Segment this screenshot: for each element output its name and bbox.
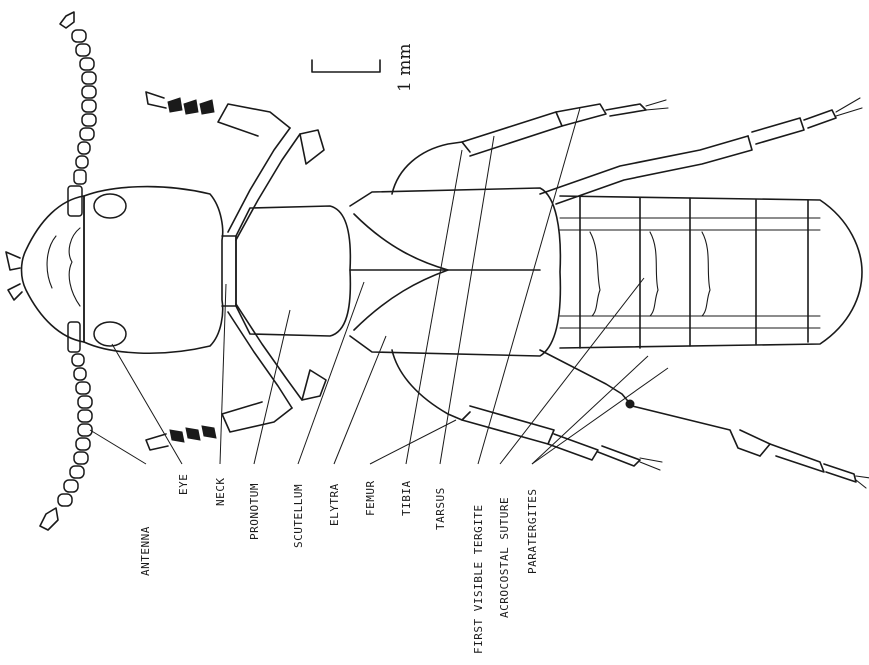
label-femur: FEMUR	[364, 480, 377, 516]
antenna-upper	[60, 12, 96, 216]
abdomen	[560, 196, 862, 348]
scutellum	[354, 214, 448, 330]
scale-bar-label: 1 mm	[395, 44, 415, 92]
neck	[222, 236, 236, 306]
pronotum	[236, 206, 350, 336]
label-antenna: ANTENNA	[139, 526, 152, 576]
leg-hind-upper	[540, 98, 862, 204]
head	[6, 187, 223, 354]
label-elytra: ELYTRA	[328, 483, 341, 526]
leader-lines	[90, 108, 668, 464]
label-scutellum: SCUTELLUM	[292, 484, 305, 548]
eye-lower	[94, 322, 126, 346]
scale-bar: 1 mm	[312, 44, 415, 92]
label-pronotum: PRONOTUM	[248, 483, 261, 540]
label-tibia: TIBIA	[400, 480, 413, 516]
leg-middle-lower	[392, 350, 662, 470]
leg-front-lower	[146, 304, 326, 450]
labels: ANTENNA EYE NECK PRONOTUM SCUTELLUM ELYT…	[139, 474, 539, 654]
label-neck: NECK	[214, 478, 227, 507]
antenna-lower	[40, 322, 92, 530]
label-eye: EYE	[177, 474, 190, 495]
elytra	[350, 188, 560, 356]
label-acrocostal-suture: ACROCOSTAL SUTURE	[498, 497, 511, 618]
leg-front-upper	[146, 92, 324, 240]
label-paratergites: PARATERGITES	[526, 489, 539, 574]
label-first-visible-tergite: FIRST VISIBLE TERGITE	[472, 504, 485, 654]
leg-hind-lower	[540, 350, 869, 488]
label-tarsus: TARSUS	[434, 487, 447, 530]
eye-upper	[94, 194, 126, 218]
